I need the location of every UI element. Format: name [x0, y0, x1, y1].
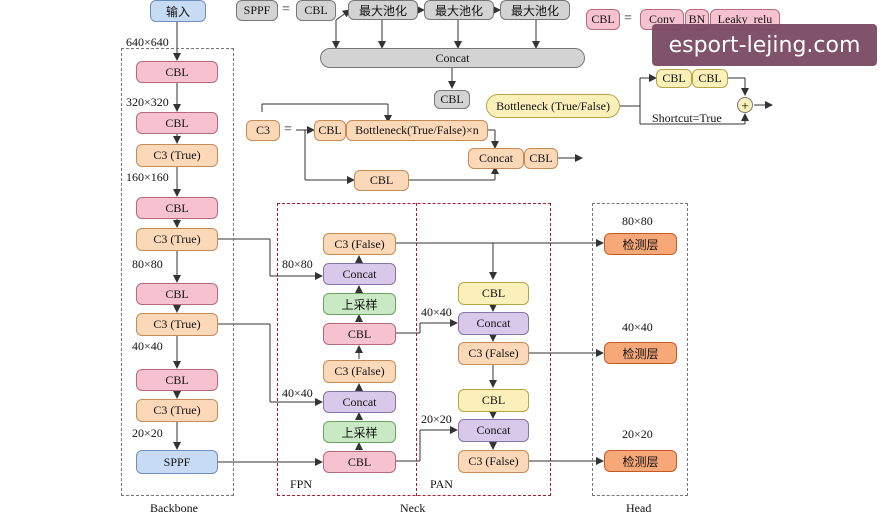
fpn-cbl: CBL: [323, 451, 396, 473]
cbl-legend-title: CBL: [586, 9, 620, 30]
c3-legend-bottleneck: Bottleneck(True/False)×n: [346, 120, 488, 141]
c3-legend-concat: Concat: [468, 148, 524, 169]
backbone-cbl: CBL: [136, 283, 218, 305]
sppf-node: SPPF: [136, 450, 218, 474]
resolution-label: 20×20: [132, 426, 163, 440]
resolution-label: 20×20: [622, 427, 653, 441]
pan-concat: Concat: [458, 419, 529, 442]
backbone-label: Backbone: [150, 501, 198, 515]
head-region: [592, 203, 688, 496]
c3-legend-title: C3: [246, 120, 280, 141]
fpn-label: FPN: [290, 477, 313, 491]
backbone-c3: C3 (True): [136, 144, 218, 167]
c3-legend-cbl-side: CBL: [354, 170, 409, 191]
backbone-cbl: CBL: [136, 369, 218, 391]
backbone-cbl: CBL: [136, 61, 218, 83]
sppf-legend-cbl: CBL: [296, 0, 336, 21]
resolution-label: 80×80: [132, 257, 163, 271]
fpn-upsample: 上采样: [323, 421, 396, 443]
pan-concat: Concat: [458, 312, 529, 335]
fpn-upsample: 上采样: [323, 293, 396, 315]
wire: [335, 9, 351, 21]
head-label: Head: [626, 501, 652, 515]
resolution-label: 160×160: [126, 170, 169, 184]
fpn-c3: C3 (False): [323, 233, 396, 255]
bottleneck-legend-cbl: CBL: [656, 69, 692, 88]
c3-legend-cbl-output: CBL: [524, 148, 558, 169]
backbone-cbl: CBL: [136, 112, 218, 134]
pan-cbl: CBL: [458, 389, 529, 412]
backbone-c3: C3 (True): [136, 313, 218, 336]
sppf-legend-maxpool: 最大池化: [348, 0, 418, 20]
watermark-banner: esport-lejing.com: [652, 24, 877, 66]
sppf-legend-concat: Concat: [320, 48, 585, 68]
backbone-cbl: CBL: [136, 197, 218, 219]
fpn-cbl: CBL: [323, 323, 396, 345]
detection-layer: 检测层: [604, 450, 677, 472]
pan-c3: C3 (False): [458, 450, 529, 473]
fpn-pan-divider: [416, 203, 417, 496]
resolution-label: 640×640: [126, 35, 169, 49]
c3-legend-cbl: CBL: [314, 120, 346, 141]
neck-label: Neck: [400, 501, 426, 515]
sppf-legend-title: SPPF: [236, 0, 278, 21]
pan-label: PAN: [430, 477, 453, 491]
pan-cbl: CBL: [458, 282, 529, 305]
pan-c3: C3 (False): [458, 342, 529, 365]
resolution-label: 320×320: [126, 95, 169, 109]
resolution-label: 40×40: [622, 320, 653, 334]
sppf-legend-maxpool: 最大池化: [424, 0, 494, 20]
resolution-label: 40×40: [282, 386, 313, 400]
detection-layer: 检测层: [604, 342, 677, 364]
fpn-concat: Concat: [323, 263, 396, 285]
equals-sign: =: [284, 122, 292, 137]
resolution-label: 80×80: [282, 257, 313, 271]
equals-sign: =: [624, 11, 632, 26]
resolution-label: 80×80: [622, 214, 653, 228]
fpn-c3: C3 (False): [323, 360, 396, 383]
add-node: +: [737, 97, 753, 113]
resolution-label: 40×40: [421, 305, 452, 319]
equals-sign: =: [282, 2, 290, 17]
backbone-c3: C3 (True): [136, 399, 218, 422]
resolution-label: 40×40: [132, 339, 163, 353]
bottleneck-legend-title: Bottleneck (True/False): [486, 94, 620, 118]
shortcut-label: Shortcut=True: [652, 111, 722, 125]
backbone-region: [121, 48, 234, 496]
neck-region: [277, 203, 551, 496]
resolution-label: 20×20: [421, 412, 452, 426]
input-node: 输入: [150, 0, 206, 22]
backbone-c3: C3 (True): [136, 228, 218, 251]
sppf-legend-maxpool: 最大池化: [500, 0, 570, 20]
fpn-concat: Concat: [323, 391, 396, 413]
bottleneck-legend-cbl: CBL: [692, 69, 728, 88]
detection-layer: 检测层: [604, 233, 677, 255]
sppf-legend-cbl-output: CBL: [434, 90, 470, 109]
